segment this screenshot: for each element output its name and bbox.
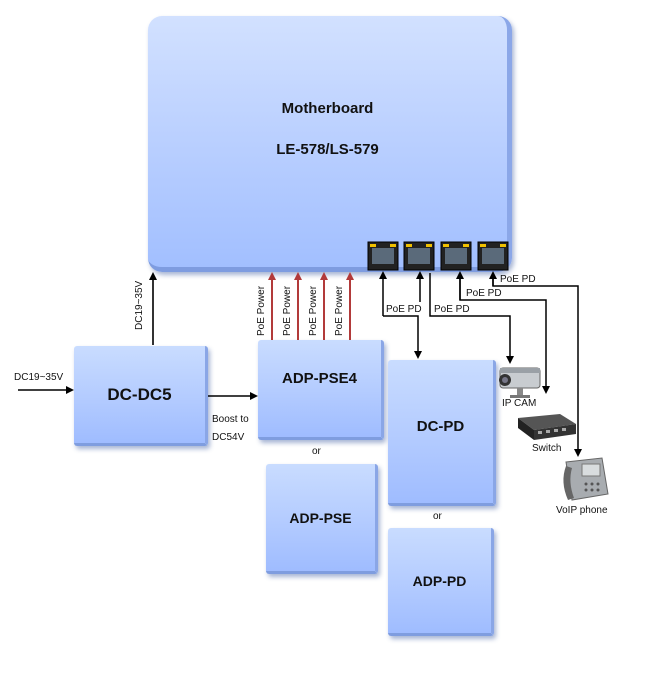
poe-pd-label-1: PoE PD (386, 304, 422, 315)
rj45-port-4 (477, 241, 509, 271)
ip-cam-label: IP CAM (502, 398, 537, 409)
voip-phone-icon (563, 457, 609, 501)
rj45-port-1 (367, 241, 399, 271)
poe-power-label-2: PoE Power (282, 285, 293, 336)
poe-pd-label-2: PoE PD (434, 304, 470, 315)
input-voltage-label: DC19~35V (14, 372, 64, 383)
rj45-port-3 (440, 241, 472, 271)
boost-label-line1: Boost to (212, 414, 249, 425)
poe-pd-label-3: PoE PD (466, 288, 502, 299)
poe-power-label-4: PoE Power (334, 285, 345, 336)
or-label-2: or (433, 511, 442, 522)
adp-pse-block: ADP-PSE (266, 464, 378, 574)
switch-icon (518, 414, 576, 440)
adp-pse4-block: ADP-PSE4 (258, 340, 384, 440)
voip-phone-label: VoIP phone (556, 505, 608, 516)
boost-label-line2: DC54V (212, 432, 245, 443)
poe-power-label-3: PoE Power (308, 285, 319, 336)
motherboard-model: LE-578/LS-579 (276, 141, 379, 158)
port1-to-dcpd-wire (383, 315, 422, 359)
ip-cam-icon (499, 367, 541, 398)
poe-pd-label-4: PoE PD (500, 274, 536, 285)
motherboard-block: Motherboard LE-578/LS-579 (148, 16, 512, 272)
dc-pd-block: DC-PD (388, 360, 496, 506)
dc-dc5-block: DC-DC5 (74, 346, 208, 446)
switch-label: Switch (532, 443, 562, 454)
poe-power-label-1: PoE Power (256, 285, 267, 336)
output-voltage-label: DC19~35V (134, 280, 145, 330)
adp-pd-block: ADP-PD (388, 528, 494, 636)
rj45-port-2 (403, 241, 435, 271)
port2-to-ipcam-wire (429, 273, 514, 364)
motherboard-title: Motherboard (281, 100, 374, 117)
or-label-1: or (312, 446, 321, 457)
